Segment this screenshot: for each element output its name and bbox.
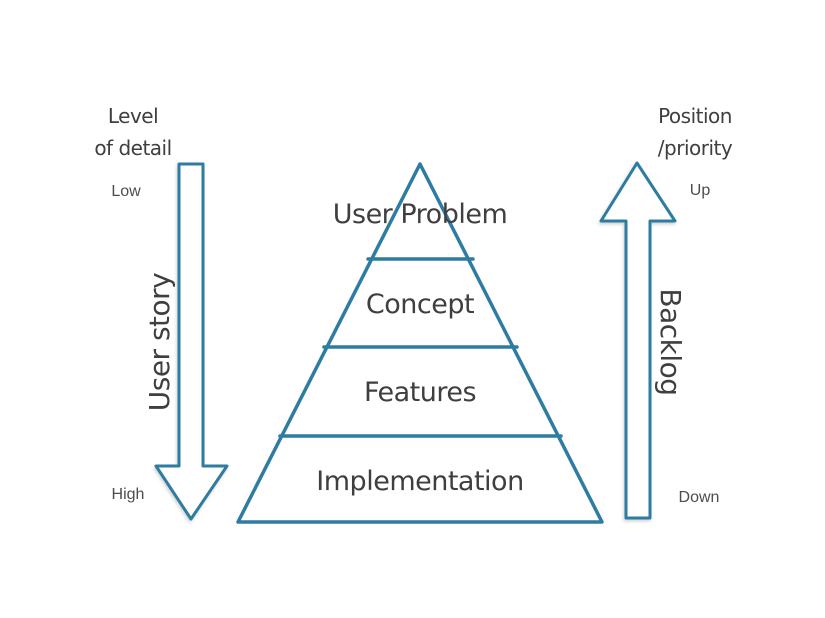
pyramid-level-concept: Concept bbox=[365, 289, 475, 320]
down-arrow bbox=[154, 162, 229, 521]
up-arrow bbox=[599, 161, 677, 520]
right-axis-title: Position /priority bbox=[615, 100, 775, 164]
pyramid-outline bbox=[236, 162, 604, 524]
left-axis-title: Level of detail bbox=[53, 100, 213, 164]
right-axis-title-line1: Position bbox=[658, 104, 732, 128]
pyramid-level-user-problem: User Problem bbox=[332, 199, 508, 230]
right-axis-title-line2: /priority bbox=[657, 136, 733, 160]
pyramid-level-implementation: Implementation bbox=[316, 466, 524, 497]
left-axis-top-label: Low bbox=[111, 183, 141, 200]
left-axis-bottom-label: High bbox=[111, 486, 145, 503]
left-axis-title-line2: of detail bbox=[94, 136, 172, 160]
right-axis-top-label: Up bbox=[689, 182, 711, 199]
left-axis-title-line1: Level bbox=[107, 104, 159, 128]
left-arrow-label: User story bbox=[143, 272, 176, 412]
right-axis-bottom-label: Down bbox=[678, 489, 720, 506]
right-arrow-label: Backlog bbox=[654, 288, 687, 396]
pyramid-level-features: Features bbox=[363, 377, 477, 408]
